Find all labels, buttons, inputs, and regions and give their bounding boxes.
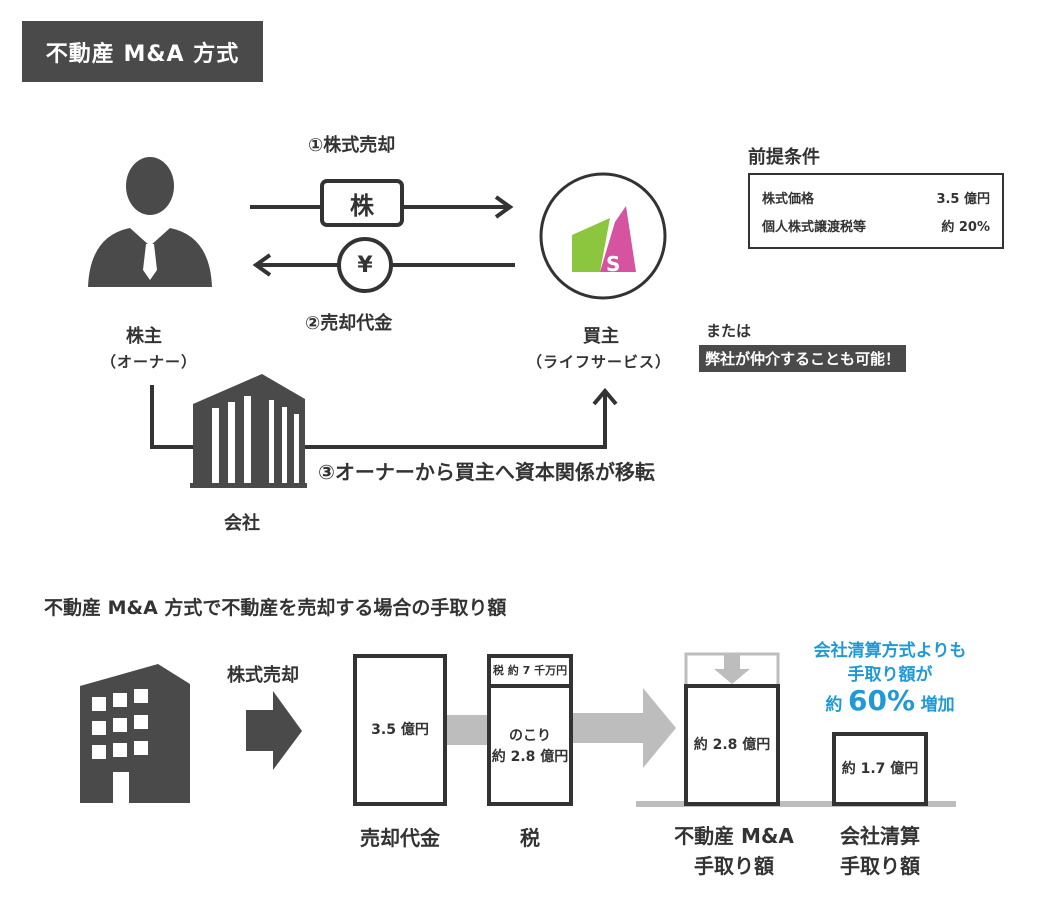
shareholder-subtitle: （オーナー）: [101, 353, 198, 371]
condition-value: 約 20%: [941, 219, 990, 235]
buyer-logo: S: [539, 172, 667, 300]
flow-gray-band-1: [447, 715, 491, 745]
remaining-amount: 約 2.8 億円: [491, 749, 569, 765]
sale-amount-caption: 売却代金: [360, 826, 440, 850]
page-title-tag: 不動産 M&A 方式: [22, 21, 263, 82]
conditions-title: 前提条件: [748, 147, 820, 168]
flow-gray-arrow: [571, 688, 676, 768]
liquidation-proceeds-box: 約 1.7 億円: [832, 732, 928, 806]
liquidation-caption-line1: 会社清算: [840, 824, 920, 848]
capital-transfer-line: [150, 385, 618, 449]
office-building-icon: [80, 664, 190, 803]
yen-icon: [337, 237, 393, 293]
company-building-icon: [190, 374, 307, 488]
proceeds-section-title: 不動産 M&A 方式で不動産を売却する場合の手取り額: [44, 597, 507, 619]
condition-row: 個人株式譲渡税等 約 20%: [762, 211, 990, 239]
callout-percent: 60%: [847, 684, 916, 717]
callout-line3: 約 60% 増加: [790, 684, 990, 717]
buyer-title: 買主: [583, 326, 619, 347]
arrow-sale-payment: [252, 253, 515, 277]
note-or: または: [706, 322, 752, 340]
sale-label: 株式売却: [227, 665, 299, 686]
remaining-label: のこり: [509, 728, 551, 744]
ma-caption-line2: 手取り額: [694, 854, 774, 878]
ma-proceeds-box: 約 2.8 億円: [684, 684, 780, 806]
condition-value: 3.5 億円: [936, 191, 990, 207]
callout-suffix: 増加: [920, 695, 955, 715]
ma-caption-line1: 不動産 M&A: [674, 824, 794, 848]
sale-amount-box: 3.5 億円: [353, 654, 447, 806]
yen-icon-label: ¥: [357, 252, 373, 278]
callout-line1: 会社清算方式よりも: [813, 641, 967, 661]
company-label: 会社: [224, 513, 260, 534]
condition-label: 株式価格: [762, 191, 815, 207]
tax-amount: 税 約 7 千万円: [491, 658, 569, 688]
note-highlight: 弊社が仲介することも可能！: [699, 345, 907, 372]
person-icon: [88, 157, 212, 287]
condition-row: 株式価格 3.5 億円: [762, 183, 990, 211]
tax-reduction-bracket: [684, 652, 780, 685]
callout-line2: 手取り額が: [847, 665, 933, 685]
shareholder-title: 株主: [126, 326, 162, 347]
liquidation-proceeds-value: 約 1.7 億円: [841, 760, 919, 777]
baseline: [636, 801, 956, 807]
arrow-stock-sale: [250, 195, 514, 219]
step1-label: ①株式売却: [308, 135, 396, 156]
tax-caption: 税: [520, 826, 540, 850]
liquidation-caption-line2: 手取り額: [840, 854, 920, 878]
stock-icon-label: 株: [350, 191, 374, 220]
condition-label: 個人株式譲渡税等: [762, 219, 867, 235]
ma-proceeds-value: 約 2.8 億円: [693, 736, 771, 753]
conditions-box: 株式価格 3.5 億円 個人株式譲渡税等 約 20%: [748, 173, 1004, 249]
stock-icon: [320, 179, 404, 227]
buyer-subtitle: （ライフサービス）: [527, 353, 672, 371]
step2-label: ②売却代金: [305, 313, 393, 334]
svg-text:S: S: [606, 252, 620, 276]
step3-label: ③オーナーから買主へ資本関係が移転: [318, 460, 655, 484]
callout-prefix: 約: [825, 695, 843, 715]
sale-amount-value: 3.5 億円: [371, 721, 429, 738]
sale-arrow-icon: [246, 691, 302, 770]
tax-box: 税 約 7 千万円 のこり 約 2.8 億円: [487, 654, 573, 806]
